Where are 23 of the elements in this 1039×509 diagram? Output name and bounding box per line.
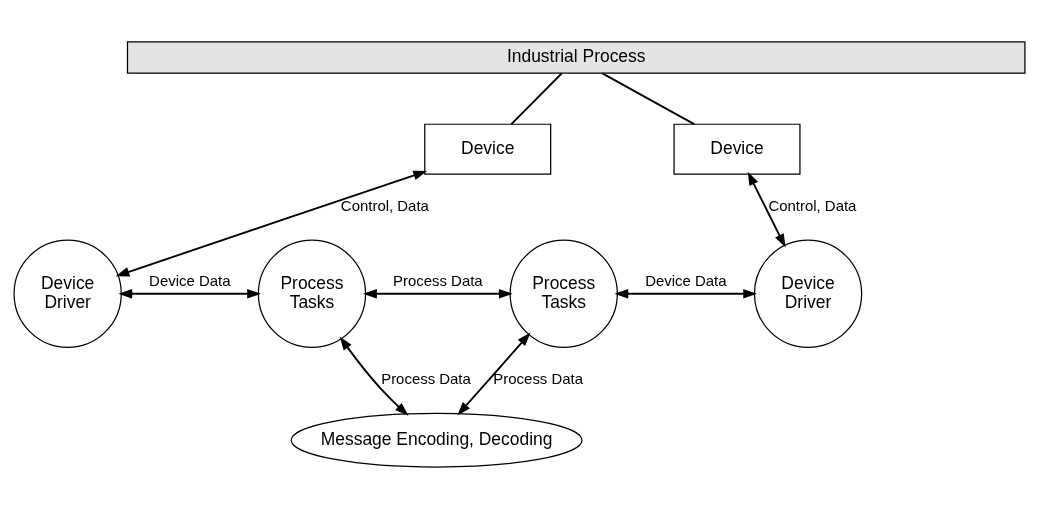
arrow [339,336,409,416]
arrow [747,171,786,248]
arrow [614,288,757,299]
node-box: Industrial Process [126,41,1026,74]
edge-label: Control, Data [340,197,429,214]
arrow [363,288,513,299]
edge-label: Control, Data [768,197,857,214]
arrow [118,288,261,299]
arrow [457,332,531,416]
edge-label: Device Data [645,271,727,289]
connector [601,72,696,126]
node-circle: Process Tasks [257,239,367,348]
node-circle: Device Driver [753,239,863,348]
edge-label: Process Data [381,370,471,388]
node-circle: Device Driver [13,239,122,348]
arrow [115,170,428,277]
edge-label: Process Data [393,271,483,289]
node-box: Device [673,123,801,175]
node-box: Device [424,123,552,175]
node-ellipse: Message Encoding, Decoding [290,412,583,468]
edge-label: Device Data [149,271,231,289]
edge-label: Process Data [493,370,584,388]
connector [510,72,563,126]
